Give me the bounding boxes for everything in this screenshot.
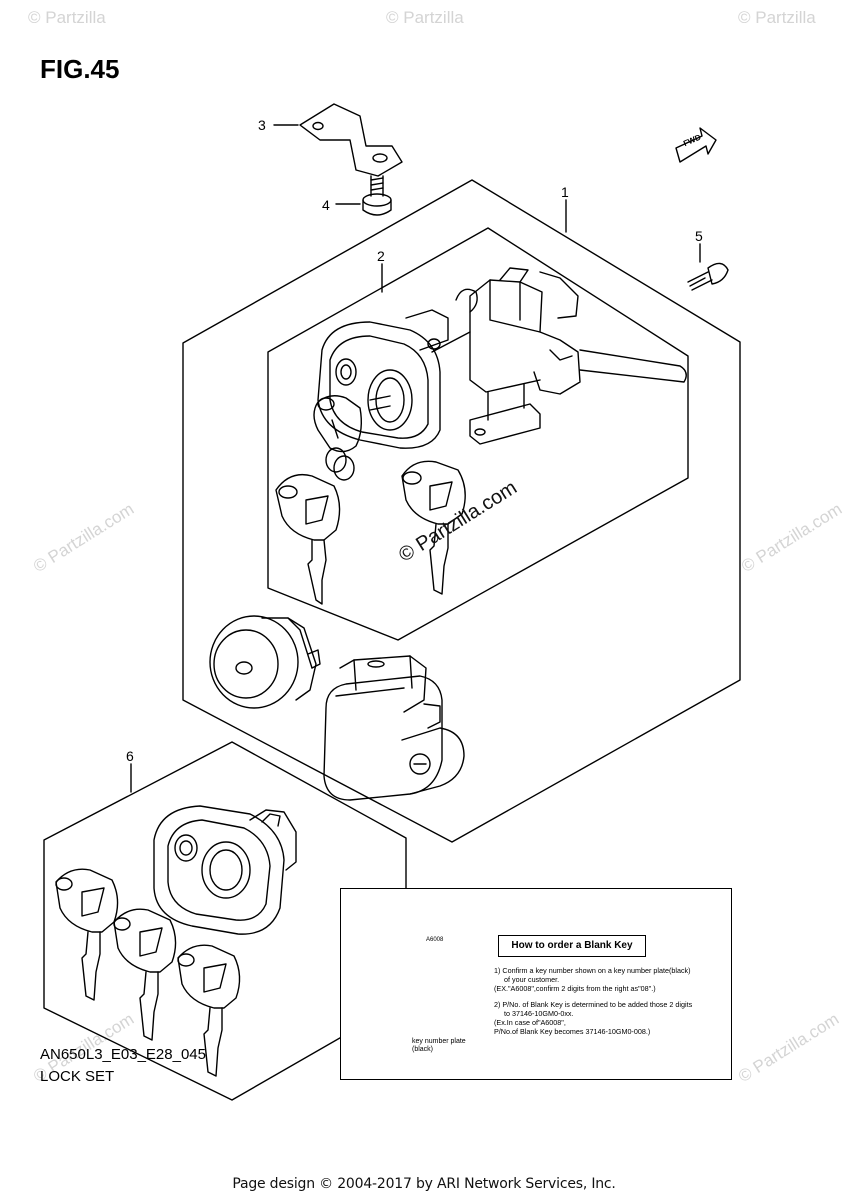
- callout-3: 3: [258, 117, 266, 133]
- key-right-icon: [401, 460, 466, 595]
- callout-2: 2: [377, 248, 385, 264]
- model-code: AN650L3_E03_E28_045: [40, 1046, 206, 1063]
- blank-key-2-icon: [113, 908, 177, 1041]
- inserted-key-icon: [313, 395, 391, 481]
- order-line-1: 1) Confirm a key number shown on a key n…: [494, 966, 691, 975]
- group-outline-part-1: [182, 179, 741, 843]
- blank-key-3-icon: [177, 944, 241, 1077]
- order-line-2: of your customer.: [504, 975, 560, 984]
- blank-key-lock-body: [153, 805, 297, 935]
- plate-label-line2: (black): [412, 1046, 434, 1053]
- copyright-footer: Page design © 2004-2017 by ARI Network S…: [232, 1176, 616, 1192]
- blank-key-1-icon: [55, 868, 119, 1001]
- ignition-switch: [317, 267, 687, 449]
- order-line-5: to 37146-10GM0-0xx.: [504, 1009, 574, 1018]
- fwd-arrow-icon: [675, 127, 717, 163]
- seat-lock: [323, 655, 465, 801]
- watermark: © Partzilla: [28, 8, 106, 27]
- order-line-7: P/No.of Blank Key becomes 37146-10GM0-00…: [494, 1027, 651, 1036]
- order-line-6: (Ex.In case of"A6008",: [494, 1018, 566, 1027]
- callout-1: 1: [561, 184, 569, 200]
- group-outline-part-2: [267, 227, 689, 641]
- watermark: © Partzilla: [738, 8, 816, 27]
- figure-title: FIG.45: [40, 54, 120, 84]
- callout-6: 6: [126, 748, 134, 764]
- fuel-cap-lock: [209, 615, 321, 709]
- plate-label: key number plate (black): [412, 1038, 466, 1054]
- watermark: © Partzilla: [386, 8, 464, 27]
- bracket-part-3: [299, 103, 403, 177]
- screw-part-5: [687, 262, 729, 291]
- plate-code: A6008: [426, 937, 444, 943]
- section-name: LOCK SET: [40, 1068, 115, 1085]
- blank-key-info-heading: How to order a Blank Key: [498, 935, 646, 957]
- callout-4: 4: [322, 197, 330, 213]
- blank-key-info-box: [340, 888, 732, 1080]
- plate-label-line1: key number plate: [412, 1038, 466, 1045]
- order-line-3: (EX."A6008",confirm 2 digits from the ri…: [494, 984, 656, 993]
- order-line-4: 2) P/No. of Blank Key is determined to b…: [494, 1000, 693, 1009]
- key-left-icon: [275, 473, 341, 605]
- callout-5: 5: [695, 228, 703, 244]
- bolt-part-4: [362, 175, 392, 216]
